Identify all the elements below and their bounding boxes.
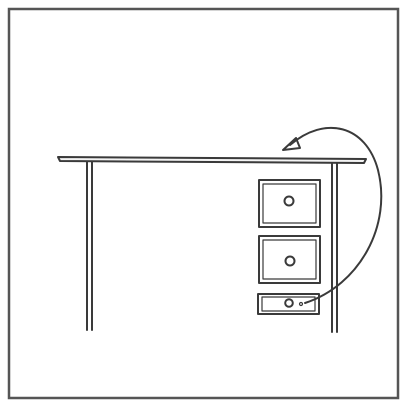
drawer-bottom-knob — [285, 299, 293, 307]
desk-top — [58, 157, 366, 163]
curved-arrow-icon — [290, 128, 381, 303]
illustration-frame — [9, 9, 398, 398]
drawer-middle-knob — [286, 257, 295, 266]
drawer-middle — [259, 236, 320, 283]
drawer-top — [259, 180, 320, 227]
drawer-top-knob — [285, 197, 294, 206]
desk-left-leg — [87, 162, 92, 330]
drawer-bottom — [258, 294, 319, 314]
desk-right-leg — [332, 163, 337, 332]
